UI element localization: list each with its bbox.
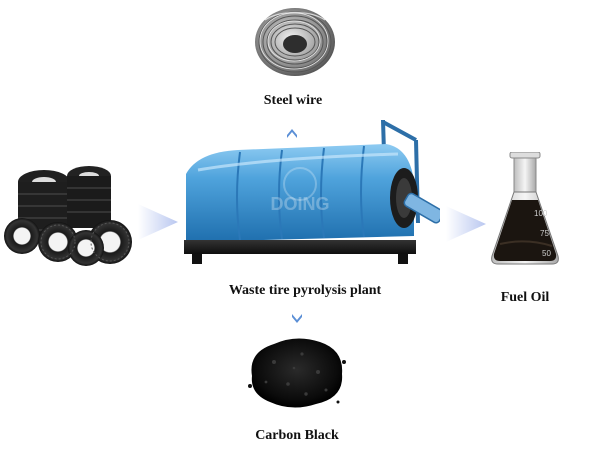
flask-mark-100: 100 xyxy=(534,209,548,218)
steel-wire-coil-icon xyxy=(245,2,341,80)
pyrolysis-plant-label: Waste tire pyrolysis plant xyxy=(228,283,382,298)
chevron-up-icon xyxy=(285,126,299,140)
carbon-black-label: Carbon Black xyxy=(255,428,339,443)
flow-arrow-right-icon xyxy=(138,204,178,240)
flask-mark-50: 50 xyxy=(542,249,551,258)
oil-flask-icon: 100 75 50 xyxy=(488,152,562,268)
steel-wire-label: Steel wire xyxy=(263,93,323,108)
flask-mark-75: 75 xyxy=(540,229,549,238)
pyrolysis-reactor-icon: DOING xyxy=(178,118,440,268)
flow-arrow-right-icon xyxy=(446,206,486,242)
fuel-oil-label: Fuel Oil xyxy=(500,290,550,305)
carbon-black-pile-icon xyxy=(244,332,350,412)
watermark-text: DOING xyxy=(270,194,329,214)
chevron-down-icon xyxy=(290,312,304,326)
tire-pile-icon xyxy=(4,158,136,270)
